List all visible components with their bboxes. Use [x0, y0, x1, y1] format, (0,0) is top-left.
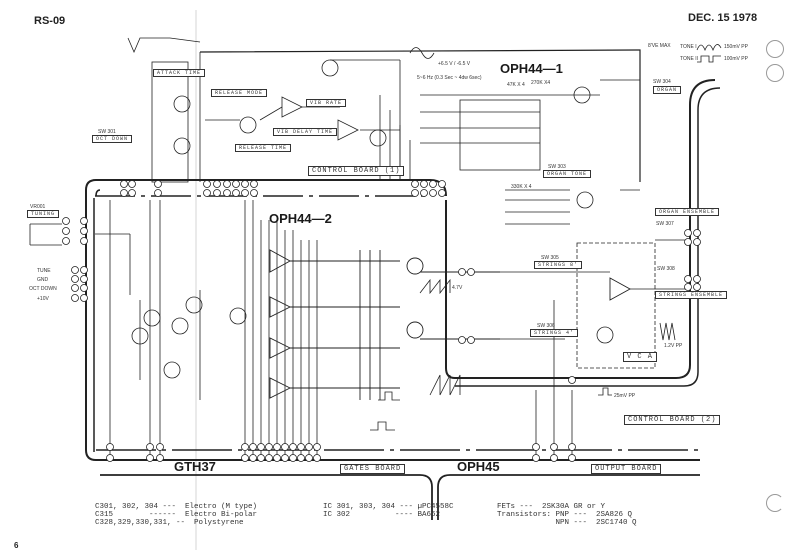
label-sw-301: SW 301: [98, 129, 116, 135]
board-title-gth37: GTH37: [174, 459, 216, 474]
legend-row: C315 ------ Electro Bi-polar: [95, 511, 258, 519]
annotation-clock-amp: 25mV PP: [614, 393, 636, 399]
label-attack-time: ATTACK TIME: [153, 69, 206, 77]
legend-row: FETs --- 2SK30A GR or Y: [497, 503, 606, 511]
annotation-sawtooth-amp: 4.7V: [452, 285, 463, 291]
label-sw-303: SW 303: [548, 164, 566, 170]
legend-row: IC 302 ---- BA662: [323, 511, 441, 519]
legend-transistors: FETs --- 2SK30A GR or Y Transistors: PNP…: [497, 503, 637, 527]
input-label-10v: +10V: [37, 296, 49, 302]
label-organ-tone: ORGAN TONE: [543, 170, 592, 178]
annotation-tone-2: TONE II: [680, 56, 698, 62]
annotation-wave-amp-1: 150mV PP: [724, 44, 748, 50]
label-sw-308: SW 308: [657, 266, 675, 272]
label-strings-ensemble: STRINGS ENSEMBLE: [655, 291, 728, 299]
label-sw-307: SW 307: [656, 221, 674, 227]
label-vca: V C A: [623, 352, 658, 362]
annotation-270k-x4: 270K X4: [531, 80, 551, 86]
label-oct-down: OCT DOWN: [92, 135, 133, 143]
label-control-board-1: CONTROL BOARD (1): [308, 166, 405, 176]
input-label-oct-down: OCT DOWN: [29, 286, 57, 292]
label-sw-304: SW 304: [653, 79, 671, 85]
punch-hole: [766, 64, 784, 82]
annotation-vca-output: 1.2V PP: [664, 343, 683, 349]
legend-row: NPN --- 2SC1740 Q: [497, 519, 637, 527]
annotation-vib-amplitude: +6.5 V / -6.5 V: [438, 61, 471, 67]
page-number: 6: [14, 541, 19, 550]
legend-ics: IC 301, 303, 304 --- µPC4558C IC 302 ---…: [323, 503, 454, 519]
board-title-oph44-1: OPH44—1: [500, 61, 563, 76]
punch-hole: [766, 494, 784, 512]
label-sw-306: SW 306: [537, 323, 555, 329]
board-title-oph45: OPH45: [457, 459, 500, 474]
punch-hole: [766, 40, 784, 58]
label-organ: ORGAN: [653, 86, 682, 94]
input-label-gnd: GND: [37, 277, 49, 283]
legend-row: C301, 302, 304 --- Electro (M type): [95, 503, 258, 511]
label-organ-ensemble: ORGAN ENSEMBLE: [655, 208, 720, 216]
label-vib-delay-time: VIB DELAY TIME: [273, 128, 338, 136]
label-release-time: RELEASE TIME: [235, 144, 292, 152]
legend-row: C328,329,330,331, -- Polystyrene: [95, 519, 244, 527]
label-strings-8: STRINGS 8': [534, 261, 583, 269]
legend-row: IC 301, 303, 304 --- µPC4558C: [323, 503, 454, 511]
annotation-tone-1: TONE I: [680, 44, 697, 50]
connector-pins: [62, 180, 701, 462]
document-date: DEC. 15 1978: [688, 12, 758, 24]
label-tuning: TUNING: [27, 210, 60, 218]
input-label-tune: TUNE: [37, 268, 51, 274]
label-release-mode: RELEASE MODE: [211, 89, 268, 97]
label-gates-board: GATES BOARD: [340, 464, 406, 474]
label-vr001: VR001: [30, 204, 46, 210]
legend-capacitors: C301, 302, 304 --- Electro (M type) C315…: [95, 503, 257, 527]
annotation-wave-amp-2: 100mV PP: [724, 56, 748, 62]
model-number: RS-09: [34, 15, 66, 27]
label-control-board-2: CONTROL BOARD (2): [624, 415, 721, 425]
annotation-47k-x4: 47K X 4: [507, 82, 525, 88]
label-strings-4: STRINGS 4': [530, 329, 579, 337]
label-vib-rate: VIB RATE: [306, 99, 347, 107]
legend-row: Transistors: PNP --- 2SA826 Q: [497, 511, 633, 519]
label-output-board: OUTPUT BOARD: [591, 464, 662, 474]
annotation-vib-frequency: 5~6 Hz (0.3 Sec ~ 4dw 6sec): [417, 75, 482, 81]
label-sw-305: SW 305: [541, 255, 559, 261]
annotation-8ve-max: 8'VE MAX: [648, 43, 671, 49]
annotation-330k-x4: 330K X 4: [511, 184, 532, 190]
board-title-oph44-2: OPH44—2: [269, 211, 332, 226]
